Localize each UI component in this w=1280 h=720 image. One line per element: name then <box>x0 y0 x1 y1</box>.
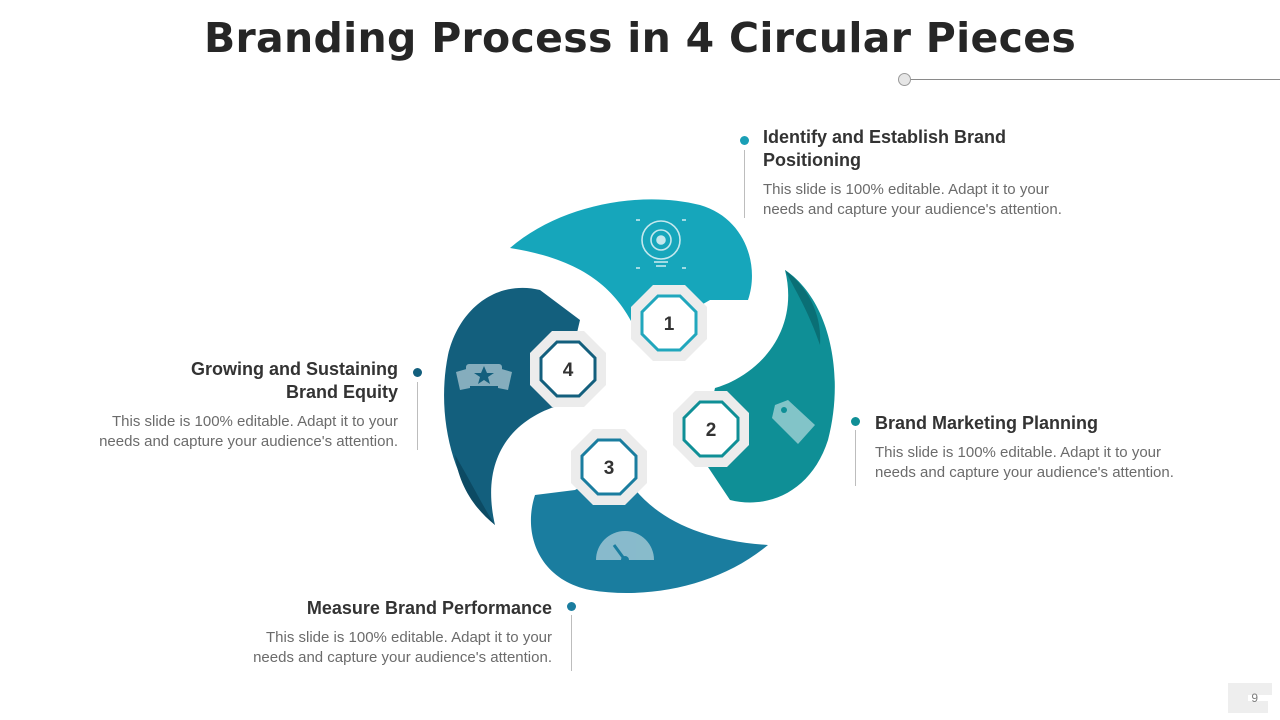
step-3-dot <box>567 602 576 611</box>
title-divider-knob <box>898 73 911 86</box>
step-1-number: 1 <box>664 314 675 335</box>
piece-2-shape <box>700 270 835 503</box>
step-2-number: 2 <box>706 420 717 441</box>
step-4-dot <box>413 368 422 377</box>
step-4-description: This slide is 100% editable. Adapt it to… <box>99 413 398 450</box>
circular-diagram: 1 2 3 4 <box>444 199 835 593</box>
step-3-description: This slide is 100% editable. Adapt it to… <box>253 629 552 666</box>
title-divider <box>904 79 1280 80</box>
step-1-description: This slide is 100% editable. Adapt it to… <box>763 181 1062 218</box>
price-tag-icon <box>772 400 815 444</box>
step-2-block: Brand Marketing Planning This slide is 1… <box>875 412 1235 483</box>
step-3-block: Measure Brand Performance This slide is … <box>192 597 552 668</box>
piece-2-shadow <box>785 270 821 345</box>
step-4-number: 4 <box>563 360 574 381</box>
step-1-dot <box>740 136 749 145</box>
step-4-badge: 4 <box>530 331 606 407</box>
step-3-connector <box>571 615 572 671</box>
ribbon-star-icon <box>456 364 512 390</box>
step-3-badge: 3 <box>571 429 647 505</box>
step-4-connector <box>417 382 418 450</box>
page-title: Branding Process in 4 Circular Pieces <box>203 14 1077 62</box>
step-1-badge: 1 <box>631 285 707 361</box>
step-2-title: Brand Marketing Planning <box>875 413 1099 433</box>
speedometer-icon <box>596 531 654 564</box>
step-3-number: 3 <box>604 458 615 479</box>
step-2-dot <box>851 417 860 426</box>
piece-4-shadow <box>455 455 495 525</box>
step-3-title: Measure Brand Performance <box>306 598 552 618</box>
corner-logo-watermark <box>1228 683 1272 713</box>
step-2-description: This slide is 100% editable. Adapt it to… <box>875 444 1174 481</box>
step-2-badge: 2 <box>673 391 749 467</box>
page-number: 9 <box>1251 691 1258 705</box>
step-2-connector <box>855 430 856 486</box>
step-1-connector <box>744 150 745 218</box>
lightbulb-gear-icon <box>636 219 686 269</box>
